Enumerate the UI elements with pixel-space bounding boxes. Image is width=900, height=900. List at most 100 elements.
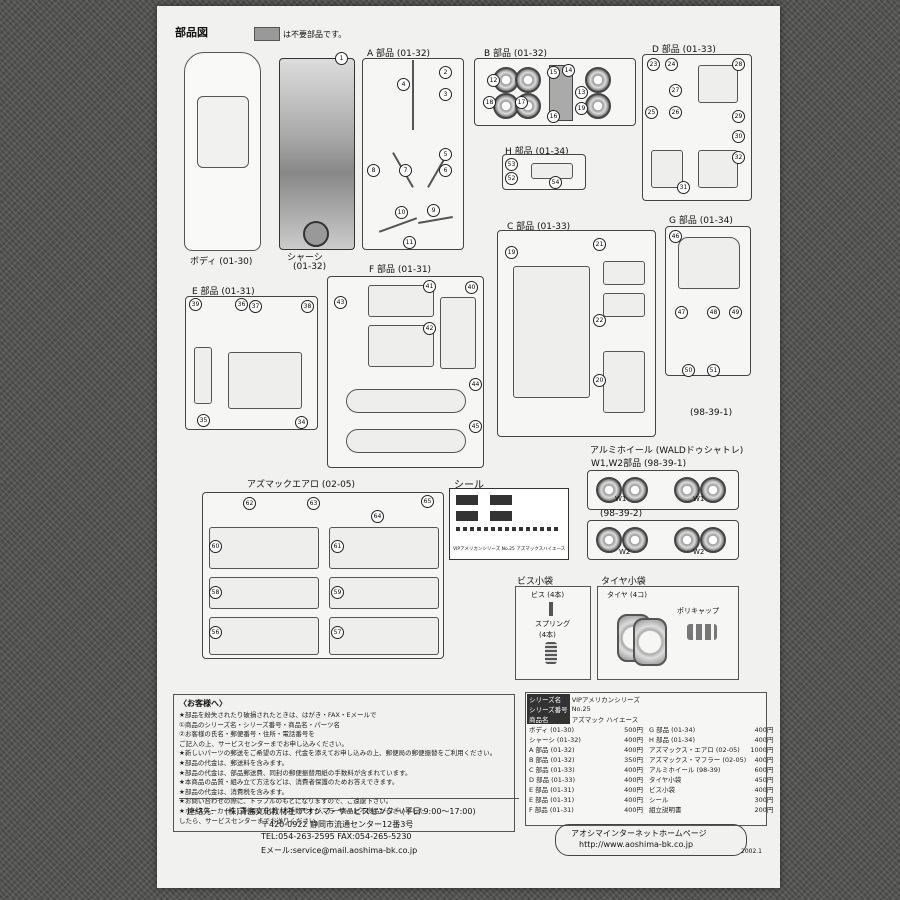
- w1-wheel-runner: [587, 470, 739, 510]
- aero-label: アズマックエアロ (02-05): [247, 480, 356, 490]
- part-number: 35: [197, 414, 210, 427]
- aero-runner: [202, 492, 444, 659]
- e-parts-label: E 部品 (01-31): [192, 287, 255, 297]
- chassis-drawing: [279, 58, 355, 250]
- customer-notice-box: [173, 694, 515, 832]
- part-number: 19: [505, 246, 518, 259]
- part-number: 46: [669, 230, 682, 243]
- polycap-icon: [687, 624, 717, 640]
- customer-notes: ★部品を紛失されたり破損されたときは、はがき・FAX・Eメールで ①商品のシリー…: [179, 711, 497, 825]
- part-number: 20: [593, 374, 606, 387]
- part-number: 37: [249, 300, 262, 313]
- email-address: Eメール:service@mail.aoshima-bk.co.jp: [261, 846, 418, 855]
- unneeded-legend: は不要部品です。: [283, 30, 347, 39]
- part-number: 53: [505, 158, 518, 171]
- table-row: H 部品 (01-34)400円: [649, 736, 774, 744]
- w1-label: W1: [615, 495, 627, 503]
- part-number: 18: [483, 96, 496, 109]
- table-row: D 部品 (01-33)400円: [529, 776, 643, 784]
- tires-label: タイヤ小袋: [601, 577, 646, 587]
- table-row: アズマックス・エアロ (02-05)1000円: [649, 746, 774, 754]
- part-number: 11: [403, 236, 416, 249]
- part-number: 14: [562, 64, 575, 77]
- part-number: 9: [427, 204, 440, 217]
- c-parts-runner: [497, 230, 656, 437]
- screw-icon: [549, 602, 553, 616]
- part-number: 52: [505, 172, 518, 185]
- part-number: 15: [547, 66, 560, 79]
- part-number: 8: [367, 164, 380, 177]
- part-number: 19: [575, 102, 588, 115]
- w2-label: W2: [619, 548, 631, 556]
- tire-count-label: タイヤ (4コ): [607, 591, 647, 599]
- part-number: 44: [469, 378, 482, 391]
- part-number: 57: [331, 626, 344, 639]
- company-name: (株)青島文化教材社 アオシマ・サービスセンター(平日 9:00〜17:00): [225, 807, 476, 816]
- part-number: 63: [307, 497, 320, 510]
- table-row: G 部品 (01-34)400円: [649, 726, 774, 734]
- part-number: 42: [423, 322, 436, 335]
- part-number: 27: [669, 84, 682, 97]
- part-number: 50: [682, 364, 695, 377]
- part-number: 6: [439, 164, 452, 177]
- part-number: 1: [335, 52, 348, 65]
- screws-label: ビス小袋: [517, 577, 554, 587]
- spring-count-label: (4本): [539, 631, 556, 639]
- screws-bag: [515, 586, 591, 680]
- postal-address: 〒420-0922 静岡市流通センター12番3号: [261, 820, 414, 829]
- part-number: 21: [593, 238, 606, 251]
- table-row: アルミホイール (98-39)600円: [649, 766, 774, 774]
- part-number: 7: [399, 164, 412, 177]
- body-window: [197, 96, 249, 168]
- part-number: 40: [465, 281, 478, 294]
- part-number: 36: [235, 298, 248, 311]
- g-parts-runner: [665, 226, 751, 376]
- part-number: 32: [732, 151, 745, 164]
- customer-heading: 〈お客様へ〉: [179, 699, 227, 708]
- contact-block: [179, 798, 519, 861]
- page-title: 部品図: [175, 26, 208, 39]
- body-label: ボディ (01-30): [190, 257, 253, 267]
- part-number: 29: [732, 110, 745, 123]
- homepage-url: http://www.aoshima-bk.co.jp: [579, 840, 694, 849]
- wheel-label-1: アルミホイール (WALDドゥシャトレ): [590, 446, 744, 456]
- part-number: 51: [707, 364, 720, 377]
- h-parts-label: H 部品 (01-34): [505, 147, 569, 157]
- part-number: 3: [439, 88, 452, 101]
- part-number: 64: [371, 510, 384, 523]
- part-number: 5: [439, 148, 452, 161]
- table-row: C 部品 (01-33)400円: [529, 766, 643, 774]
- spring-icon: [545, 642, 557, 664]
- part-number: 45: [469, 420, 482, 433]
- part-number: 4: [397, 78, 410, 91]
- part-number: 28: [732, 58, 745, 71]
- part-number: 59: [331, 586, 344, 599]
- price-table-left: ボディ (01-30)500円 シャーシ (01-32)400円 A 部品 (0…: [527, 724, 645, 814]
- part-number: 39: [189, 298, 202, 311]
- part-number: 54: [549, 176, 562, 189]
- instruction-sheet: 部品図 は不要部品です。 ボディ (01-30) 1 シャーシ (01-32) …: [157, 6, 780, 888]
- d-parts-runner: [642, 54, 752, 201]
- a-parts-label: A 部品 (01-32): [367, 49, 431, 59]
- table-row: A 部品 (01-32)400円: [529, 746, 643, 754]
- part-number: 24: [665, 58, 678, 71]
- part-number: 60: [209, 540, 222, 553]
- seal-sheet: [449, 488, 569, 560]
- w1-label: W1: [693, 495, 705, 503]
- tire-icon: [633, 618, 667, 666]
- part-number: 49: [729, 306, 742, 319]
- w2-label: W2: [693, 548, 705, 556]
- table-row: アズマックス・マフラー (02-05)400円: [649, 756, 774, 764]
- table-row: B 部品 (01-32)350円: [529, 756, 643, 764]
- part-number: 25: [645, 106, 658, 119]
- part-number: 47: [675, 306, 688, 319]
- homepage-label: アオシマインターネットホームページ: [571, 829, 707, 838]
- part-number: 12: [487, 74, 500, 87]
- chassis-spare-wheel: [303, 221, 329, 247]
- chassis-label-1: シャーシ: [287, 253, 323, 263]
- screw-count-label: ビス (4本): [531, 591, 565, 599]
